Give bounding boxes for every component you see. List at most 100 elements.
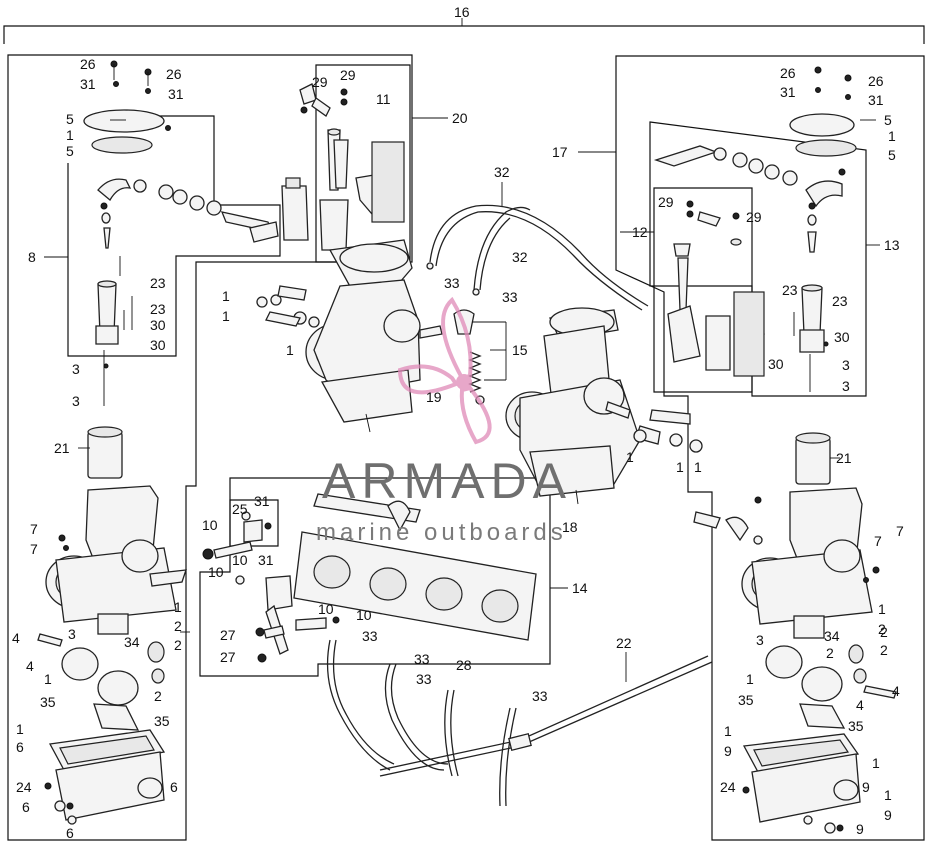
label-23: 23 [150, 275, 166, 291]
label-19: 19 [426, 389, 442, 405]
label-10: 10 [208, 564, 224, 580]
subassembly-12-parts [667, 200, 765, 377]
label-30: 30 [150, 317, 166, 333]
label-2: 2 [878, 621, 886, 637]
label-27: 27 [220, 627, 236, 643]
label-26: 26 [80, 56, 96, 72]
label-5: 5 [66, 111, 74, 127]
right-link-arm [653, 145, 846, 208]
label-2: 2 [826, 645, 834, 661]
left-link-arm [97, 177, 309, 243]
label-35: 35 [40, 694, 56, 710]
label-8: 8 [28, 249, 36, 265]
label-1: 1 [872, 755, 880, 771]
carburetor-18-body [505, 307, 703, 505]
label-11: 11 [376, 91, 391, 107]
label-7: 7 [30, 521, 38, 537]
left-carburetor-body [37, 485, 187, 731]
label-32: 32 [494, 164, 510, 180]
label-3: 3 [68, 626, 76, 642]
label-33: 33 [416, 671, 432, 687]
throttle-shaft-14 [293, 493, 537, 641]
label-1: 1 [626, 449, 634, 465]
label-1: 1 [16, 721, 24, 737]
right-piston-slide [795, 432, 831, 485]
label-9: 9 [862, 779, 870, 795]
right-needle-assembly [793, 202, 829, 392]
left-needle-assembly [95, 202, 133, 406]
label-7: 7 [874, 533, 882, 549]
label-21: 21 [54, 440, 70, 456]
left-top-cover-parts [83, 60, 171, 154]
label-22: 22 [616, 635, 632, 651]
vent-hoses-32 [426, 204, 649, 311]
label-29: 29 [746, 209, 762, 225]
label-1: 1 [888, 128, 896, 144]
label-3: 3 [842, 378, 850, 394]
subassembly-12-frame [653, 187, 753, 393]
label-1: 1 [676, 459, 684, 475]
label-25: 25 [232, 501, 248, 517]
label-18: 18 [562, 519, 578, 535]
label-6: 6 [66, 825, 74, 841]
label-28: 28 [456, 657, 472, 673]
label-26: 26 [780, 65, 796, 81]
label-4: 4 [892, 683, 900, 699]
left-float-bowl [44, 729, 166, 825]
label-13: 13 [884, 237, 900, 253]
watermark-tagline: marine outboards [316, 519, 567, 546]
subassembly-25-frame [229, 499, 279, 547]
label-10: 10 [202, 517, 218, 533]
watermark: ARMADA marine outboards [316, 296, 567, 546]
watermark-propeller-icon [397, 296, 492, 445]
fuel-lines [326, 639, 713, 807]
label-2: 2 [880, 642, 888, 658]
label-4: 4 [856, 697, 864, 713]
label-5: 5 [884, 112, 892, 128]
label-16: 16 [454, 4, 470, 20]
label-29: 29 [312, 74, 328, 90]
label-2: 2 [174, 637, 182, 653]
label-7: 7 [896, 523, 904, 539]
label-5: 5 [66, 143, 74, 159]
label-9: 9 [884, 807, 892, 823]
callout-labels: 16 26 31 26 31 5 1 5 8 23 23 30 30 3 3 2… [12, 4, 904, 841]
label-23: 23 [782, 282, 798, 298]
label-1: 1 [694, 459, 702, 475]
label-3: 3 [72, 393, 80, 409]
subassembly-20-parts [299, 83, 405, 251]
label-6: 6 [16, 739, 24, 755]
label-23: 23 [150, 301, 166, 317]
label-31: 31 [168, 86, 184, 102]
label-26: 26 [166, 66, 182, 82]
label-30: 30 [834, 329, 850, 345]
label-10: 10 [356, 607, 372, 623]
label-33: 33 [414, 651, 430, 667]
label-7: 7 [30, 541, 38, 557]
carburetor-19-body [256, 239, 443, 433]
label-10: 10 [318, 601, 334, 617]
label-2: 2 [880, 624, 888, 640]
label-31: 31 [258, 552, 274, 568]
label-27: 27 [220, 649, 236, 665]
label-6: 6 [170, 779, 178, 795]
label-26: 26 [868, 73, 884, 89]
label-35: 35 [848, 718, 864, 734]
label-15: 15 [512, 342, 528, 358]
label-33: 33 [502, 289, 518, 305]
label-6: 6 [22, 799, 30, 815]
label-5: 5 [888, 147, 896, 163]
label-35: 35 [738, 692, 754, 708]
label-31: 31 [868, 92, 884, 108]
label-1: 1 [884, 787, 892, 803]
label-4: 4 [26, 658, 34, 674]
label-24: 24 [720, 779, 736, 795]
left-piston-slide [87, 426, 123, 479]
label-14: 14 [572, 580, 588, 596]
label-3: 3 [72, 361, 80, 377]
label-1: 1 [222, 308, 230, 324]
label-4: 4 [12, 630, 20, 646]
leader-lines [44, 117, 880, 682]
label-35: 35 [154, 713, 170, 729]
